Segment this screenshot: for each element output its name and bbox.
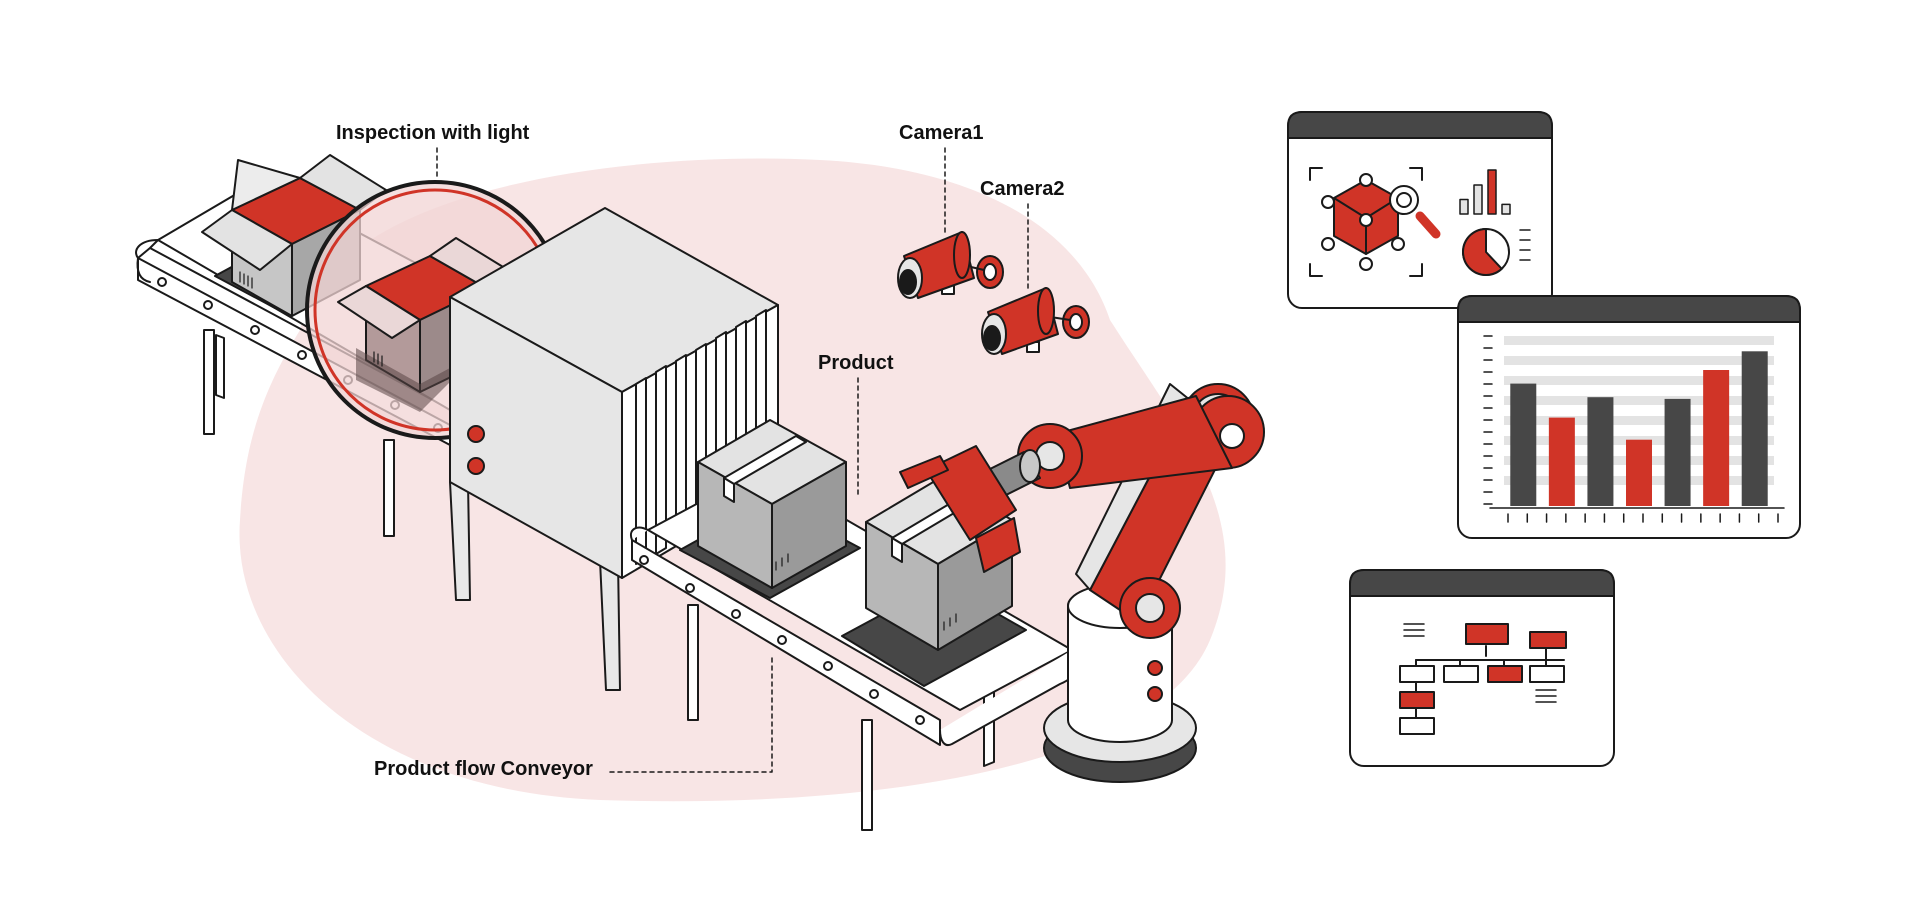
camera-1 xyxy=(897,231,1004,299)
label-camera-2: Camera2 xyxy=(980,178,1065,200)
chart-bar xyxy=(1510,383,1537,506)
chart-bar xyxy=(1587,397,1614,506)
label-product: Product xyxy=(818,352,894,374)
product-box-1 xyxy=(697,419,847,589)
bar-chart-window xyxy=(1457,295,1801,539)
cube-network-icon xyxy=(1321,173,1405,271)
pie-chart-icon xyxy=(1462,228,1510,276)
analytics-window xyxy=(1287,111,1553,309)
pie-slice-highlight xyxy=(1462,228,1503,276)
mini-bar xyxy=(1501,203,1511,215)
mini-bar xyxy=(1459,198,1469,215)
label-camera-1: Camera1 xyxy=(899,122,984,144)
label-inspection-with-light: Inspection with light xyxy=(336,122,530,144)
text-lines-icon xyxy=(1403,623,1557,703)
callout-leaders xyxy=(436,147,1029,773)
flowchart-window xyxy=(1349,569,1615,767)
mini-bar xyxy=(1487,169,1497,215)
robot-arm xyxy=(899,383,1265,783)
leader-conveyor xyxy=(609,653,773,773)
chart-bar xyxy=(1548,417,1575,506)
machine-button-1 xyxy=(467,425,485,443)
focus-frame-icon xyxy=(1309,167,1423,277)
chart-bar xyxy=(1703,370,1730,506)
gridline xyxy=(1504,376,1774,385)
mini-bar-chart-icon xyxy=(1459,169,1511,215)
mini-bar xyxy=(1473,184,1483,215)
camera-2 xyxy=(981,287,1090,355)
chart-bar xyxy=(1664,398,1691,506)
inspection-machine xyxy=(449,207,779,691)
gridline xyxy=(1504,336,1774,345)
right-conveyor-rollers xyxy=(639,555,925,725)
chart-bar xyxy=(1741,351,1768,506)
gridline xyxy=(1504,356,1774,365)
magnifier-icon xyxy=(1389,185,1441,239)
chart-bar xyxy=(1626,439,1652,506)
barcode-icon xyxy=(239,271,253,289)
fragile-symbols-icon xyxy=(775,553,789,571)
label-product-flow-conveyor: Product flow Conveyor xyxy=(374,758,593,780)
machine-button-2 xyxy=(467,457,485,475)
gridline xyxy=(1504,396,1774,405)
gridline xyxy=(1504,416,1774,425)
flowchart-icon xyxy=(1399,623,1567,735)
left-conveyor-legs xyxy=(203,329,395,537)
legend-lines xyxy=(1519,229,1531,261)
